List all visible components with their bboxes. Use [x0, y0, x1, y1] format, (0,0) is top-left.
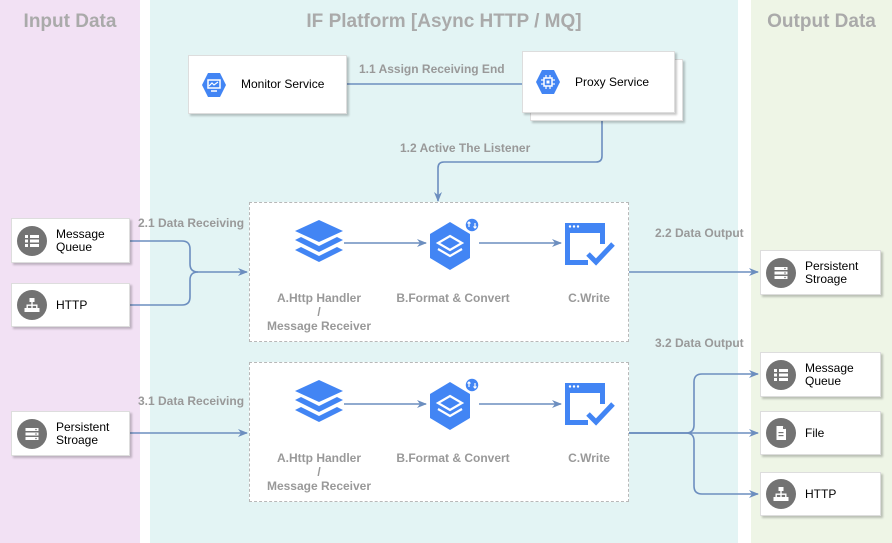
stage-a-label: A.Http Handler / Message Receiver — [255, 451, 383, 493]
output-persistent-storage-node[interactable]: Persistent Stroage — [760, 250, 881, 295]
input-lane: Input Data — [0, 0, 140, 543]
edge-label-output-1: 2.2 Data Output — [655, 226, 744, 240]
output-message-queue-line2: Queue — [805, 373, 842, 388]
edge-label-receiving-2: 3.1 Data Receiving — [138, 394, 245, 408]
edge-label-receiving-1: 2.1 Data Receiving — [138, 216, 245, 230]
stage-a-line1: A.Http Handler — [277, 291, 361, 305]
write-check-icon — [562, 380, 616, 435]
input-message-queue-line1: Message — [56, 226, 105, 241]
output-lane-title: Output Data — [767, 11, 876, 32]
output-persistent-storage-line1: Persistent — [805, 258, 859, 273]
stage-a-line2: / — [317, 305, 321, 319]
input-message-queue-node[interactable]: Message Queue — [11, 218, 130, 263]
input-persistent-storage-label: Persistent Stroage — [56, 419, 110, 447]
input-persistent-storage-line1: Persistent — [56, 419, 110, 434]
chip-icon — [535, 69, 561, 95]
stage-b-label: B.Format & Convert — [396, 291, 510, 305]
stage-a-line3: Message Receiver — [266, 479, 372, 493]
input-http-label: HTTP — [56, 297, 88, 312]
monitor-icon — [201, 72, 227, 98]
stage-a-line2: / — [317, 465, 321, 479]
storage-icon — [766, 257, 796, 288]
input-message-queue-line2: Queue — [56, 239, 93, 254]
format-convert-icon — [424, 376, 482, 437]
sitemap-icon — [17, 290, 47, 320]
proxy-service-node[interactable]: Proxy Service — [522, 51, 675, 113]
sitemap-icon — [766, 479, 796, 509]
list-icon — [17, 225, 47, 256]
platform-lane-title: IF Platform [Async HTTP / MQ] — [306, 11, 582, 32]
monitor-service-node[interactable]: Monitor Service — [188, 55, 347, 114]
edge-label-listener: 1.2 Active The Listener — [400, 141, 531, 155]
input-lane-title: Input Data — [23, 11, 117, 32]
edge-label-assign: 1.1 Assign Receiving End — [359, 62, 505, 76]
stage-c-label: C.Write — [568, 291, 610, 305]
input-message-queue-label: Message Queue — [56, 226, 105, 254]
format-convert-icon — [424, 216, 482, 277]
stage-a-line1: A.Http Handler — [277, 451, 361, 465]
write-check-icon — [562, 220, 616, 275]
output-message-queue-label: Message Queue — [805, 360, 854, 388]
storage-icon — [17, 418, 47, 449]
monitor-service-label: Monitor Service — [241, 77, 325, 91]
layers-icon — [292, 378, 346, 435]
layers-icon — [292, 218, 346, 275]
input-http-node[interactable]: HTTP — [11, 283, 130, 327]
input-persistent-storage-node[interactable]: Persistent Stroage — [11, 411, 130, 456]
output-persistent-storage-label: Persistent Stroage — [805, 258, 859, 286]
output-file-label: File — [805, 425, 825, 440]
file-icon — [766, 418, 796, 448]
stage-c-label: C.Write — [568, 451, 610, 465]
input-persistent-storage-line2: Stroage — [56, 432, 99, 447]
stage-a-label: A.Http Handler / Message Receiver — [255, 291, 383, 333]
output-http-label: HTTP — [805, 486, 837, 501]
output-message-queue-line1: Message — [805, 360, 854, 375]
proxy-service-label: Proxy Service — [575, 74, 650, 89]
list-icon — [766, 359, 796, 390]
output-http-node[interactable]: HTTP — [760, 472, 881, 516]
stage-b-label: B.Format & Convert — [396, 451, 510, 465]
stage-a-line3: Message Receiver — [266, 319, 372, 333]
output-message-queue-node[interactable]: Message Queue — [760, 352, 881, 397]
output-file-node[interactable]: File — [760, 411, 881, 455]
edge-label-output-2: 3.2 Data Output — [655, 336, 744, 350]
output-persistent-storage-line2: Stroage — [805, 271, 848, 286]
